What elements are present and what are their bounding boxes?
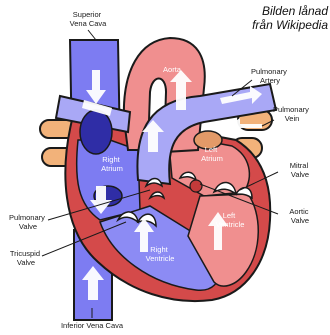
label-inferior-vena-cava: Inferior Vena Cava: [61, 321, 124, 330]
label-mitral-valve: Mitral Valve: [290, 161, 310, 179]
label-tricuspid-valve: Tricuspid Valve: [10, 249, 42, 267]
label-pulmonary-artery: Pulmonary Artery: [251, 67, 289, 85]
label-superior-vena-cava: Superior Vena Cava: [70, 10, 108, 28]
label-right-atrium: Right Atrium: [101, 155, 123, 173]
label-pulmonary-vein: Pulmonary Vein: [273, 105, 311, 123]
label-pulmonary-valve: Pulmonary Valve: [9, 213, 47, 231]
label-aortic-valve: Aortic Valve: [289, 207, 310, 225]
label-aorta: Aorta: [163, 65, 182, 74]
svc-opening: [80, 110, 112, 154]
